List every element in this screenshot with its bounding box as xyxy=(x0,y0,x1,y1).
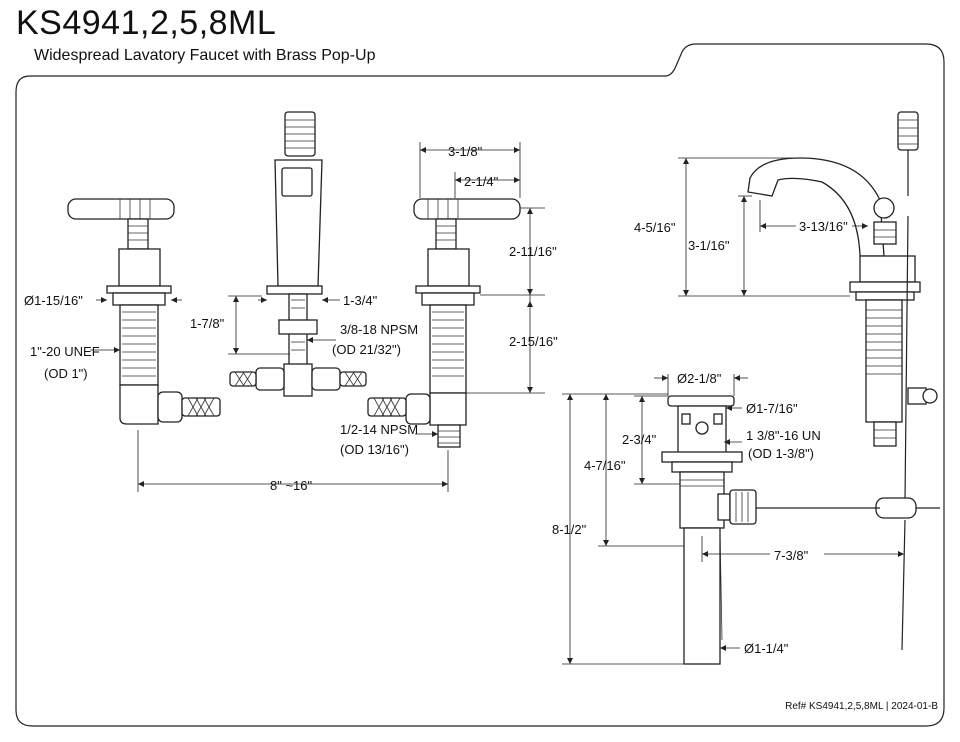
spout-side-body xyxy=(747,157,885,257)
dim-drain-flange: Ø2-1/8" xyxy=(677,371,722,386)
spout-side-assembly xyxy=(747,111,940,651)
right-handle-assembly xyxy=(367,198,521,448)
dim-drain-thread-od: (OD 1-3/8") xyxy=(748,446,814,461)
drain-flange xyxy=(667,395,735,407)
spout-front-assembly xyxy=(229,111,367,397)
dim-spout-thread-od: (OD 21/32") xyxy=(332,342,401,357)
left-shank xyxy=(119,304,159,386)
dim-outlet-thread: 1/2-14 NPSM xyxy=(340,422,418,437)
product-subtitle: Widespread Lavatory Faucet with Brass Po… xyxy=(34,47,376,64)
dim-spread: 8" ~16" xyxy=(270,478,313,493)
dim-shank-length: 2-15/16" xyxy=(509,334,558,349)
spout-tee xyxy=(283,363,313,397)
dim-handle-flange: Ø1-15/16" xyxy=(24,293,83,308)
dim-outlet-thread-od: (OD 13/16") xyxy=(340,442,409,457)
dim-spout-outlet-height: 3-1/16" xyxy=(688,238,730,253)
dim-pivot-offset: 7-3/8" xyxy=(774,548,809,563)
dim-drain-thread: 1 3/8"-16 UN xyxy=(746,428,821,443)
dim-spout-thread: 3/8-18 NPSM xyxy=(340,322,418,337)
dim-spout-total-height: 4-5/16" xyxy=(634,220,676,235)
dim-drain-total: 8-1/2" xyxy=(552,522,587,537)
drawing-frame xyxy=(15,43,945,727)
dim-handle-thread: 1"-20 UNEF xyxy=(30,344,100,359)
dim-handle-width: 3-1/8" xyxy=(448,144,483,159)
dim-tailpiece: Ø1-1/4" xyxy=(744,641,789,656)
left-handle-assembly xyxy=(67,198,221,425)
dim-spout-height-below: 1-7/8" xyxy=(190,316,225,331)
dim-handle-height: 2-11/16" xyxy=(509,244,557,259)
dim-drain-body: Ø1-7/16" xyxy=(746,401,798,416)
dim-drain-body-height: 2-3/4" xyxy=(622,432,657,447)
dim-drain-to-nut: 4-7/16" xyxy=(584,458,626,473)
dim-spout-base-width: 1-3/4" xyxy=(343,293,378,308)
dim-spout-reach: 3-13/16" xyxy=(799,219,848,234)
model-title: KS4941,2,5,8ML xyxy=(16,4,277,42)
left-lever xyxy=(67,198,175,220)
reference-number: Ref# KS4941,2,5,8ML | 2024-01-B xyxy=(785,701,938,712)
dim-handle-thread-od: (OD 1") xyxy=(44,366,88,381)
dim-lever-width: 2-1/4" xyxy=(464,174,499,189)
